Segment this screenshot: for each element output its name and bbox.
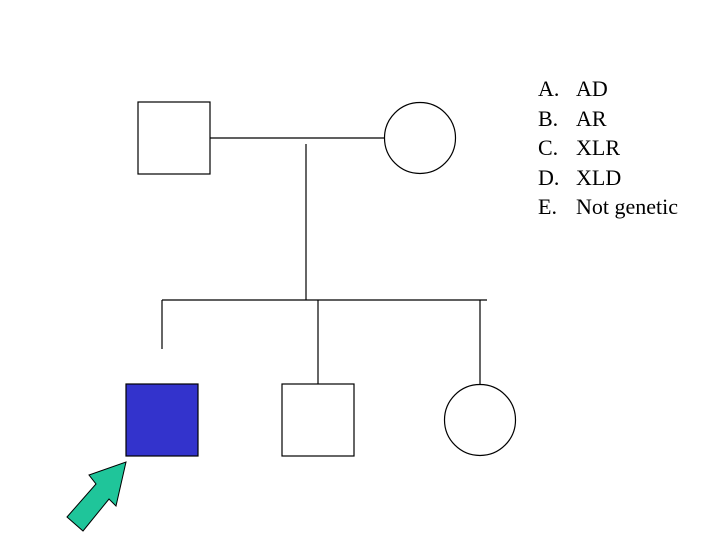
proband-arrow-icon <box>66 461 127 532</box>
answer-options: A. AD B. AR C. XLR D. XLD E. Not genetic <box>538 74 678 222</box>
unaffected-son-square <box>281 383 355 457</box>
option-d: D. XLD <box>538 163 678 193</box>
mother-circle <box>383 101 457 175</box>
option-e: E. Not genetic <box>538 192 678 222</box>
option-letter: D. <box>538 164 560 190</box>
option-text: XLR <box>576 135 620 160</box>
option-text: Not genetic <box>576 194 679 219</box>
option-letter: A. <box>538 76 560 101</box>
option-letter: B. <box>538 105 559 131</box>
option-letter: C. <box>538 135 559 160</box>
option-text: AD <box>576 76 608 101</box>
father-square <box>137 101 211 175</box>
option-a: A. AD <box>538 74 678 104</box>
affected-son-square <box>125 383 199 457</box>
daughter-circle <box>443 383 517 457</box>
option-letter: E. <box>538 194 557 219</box>
option-c: C. XLR <box>538 133 678 163</box>
option-b: B. AR <box>538 104 678 134</box>
option-text: AR <box>576 105 607 131</box>
option-text: XLD <box>576 164 622 190</box>
